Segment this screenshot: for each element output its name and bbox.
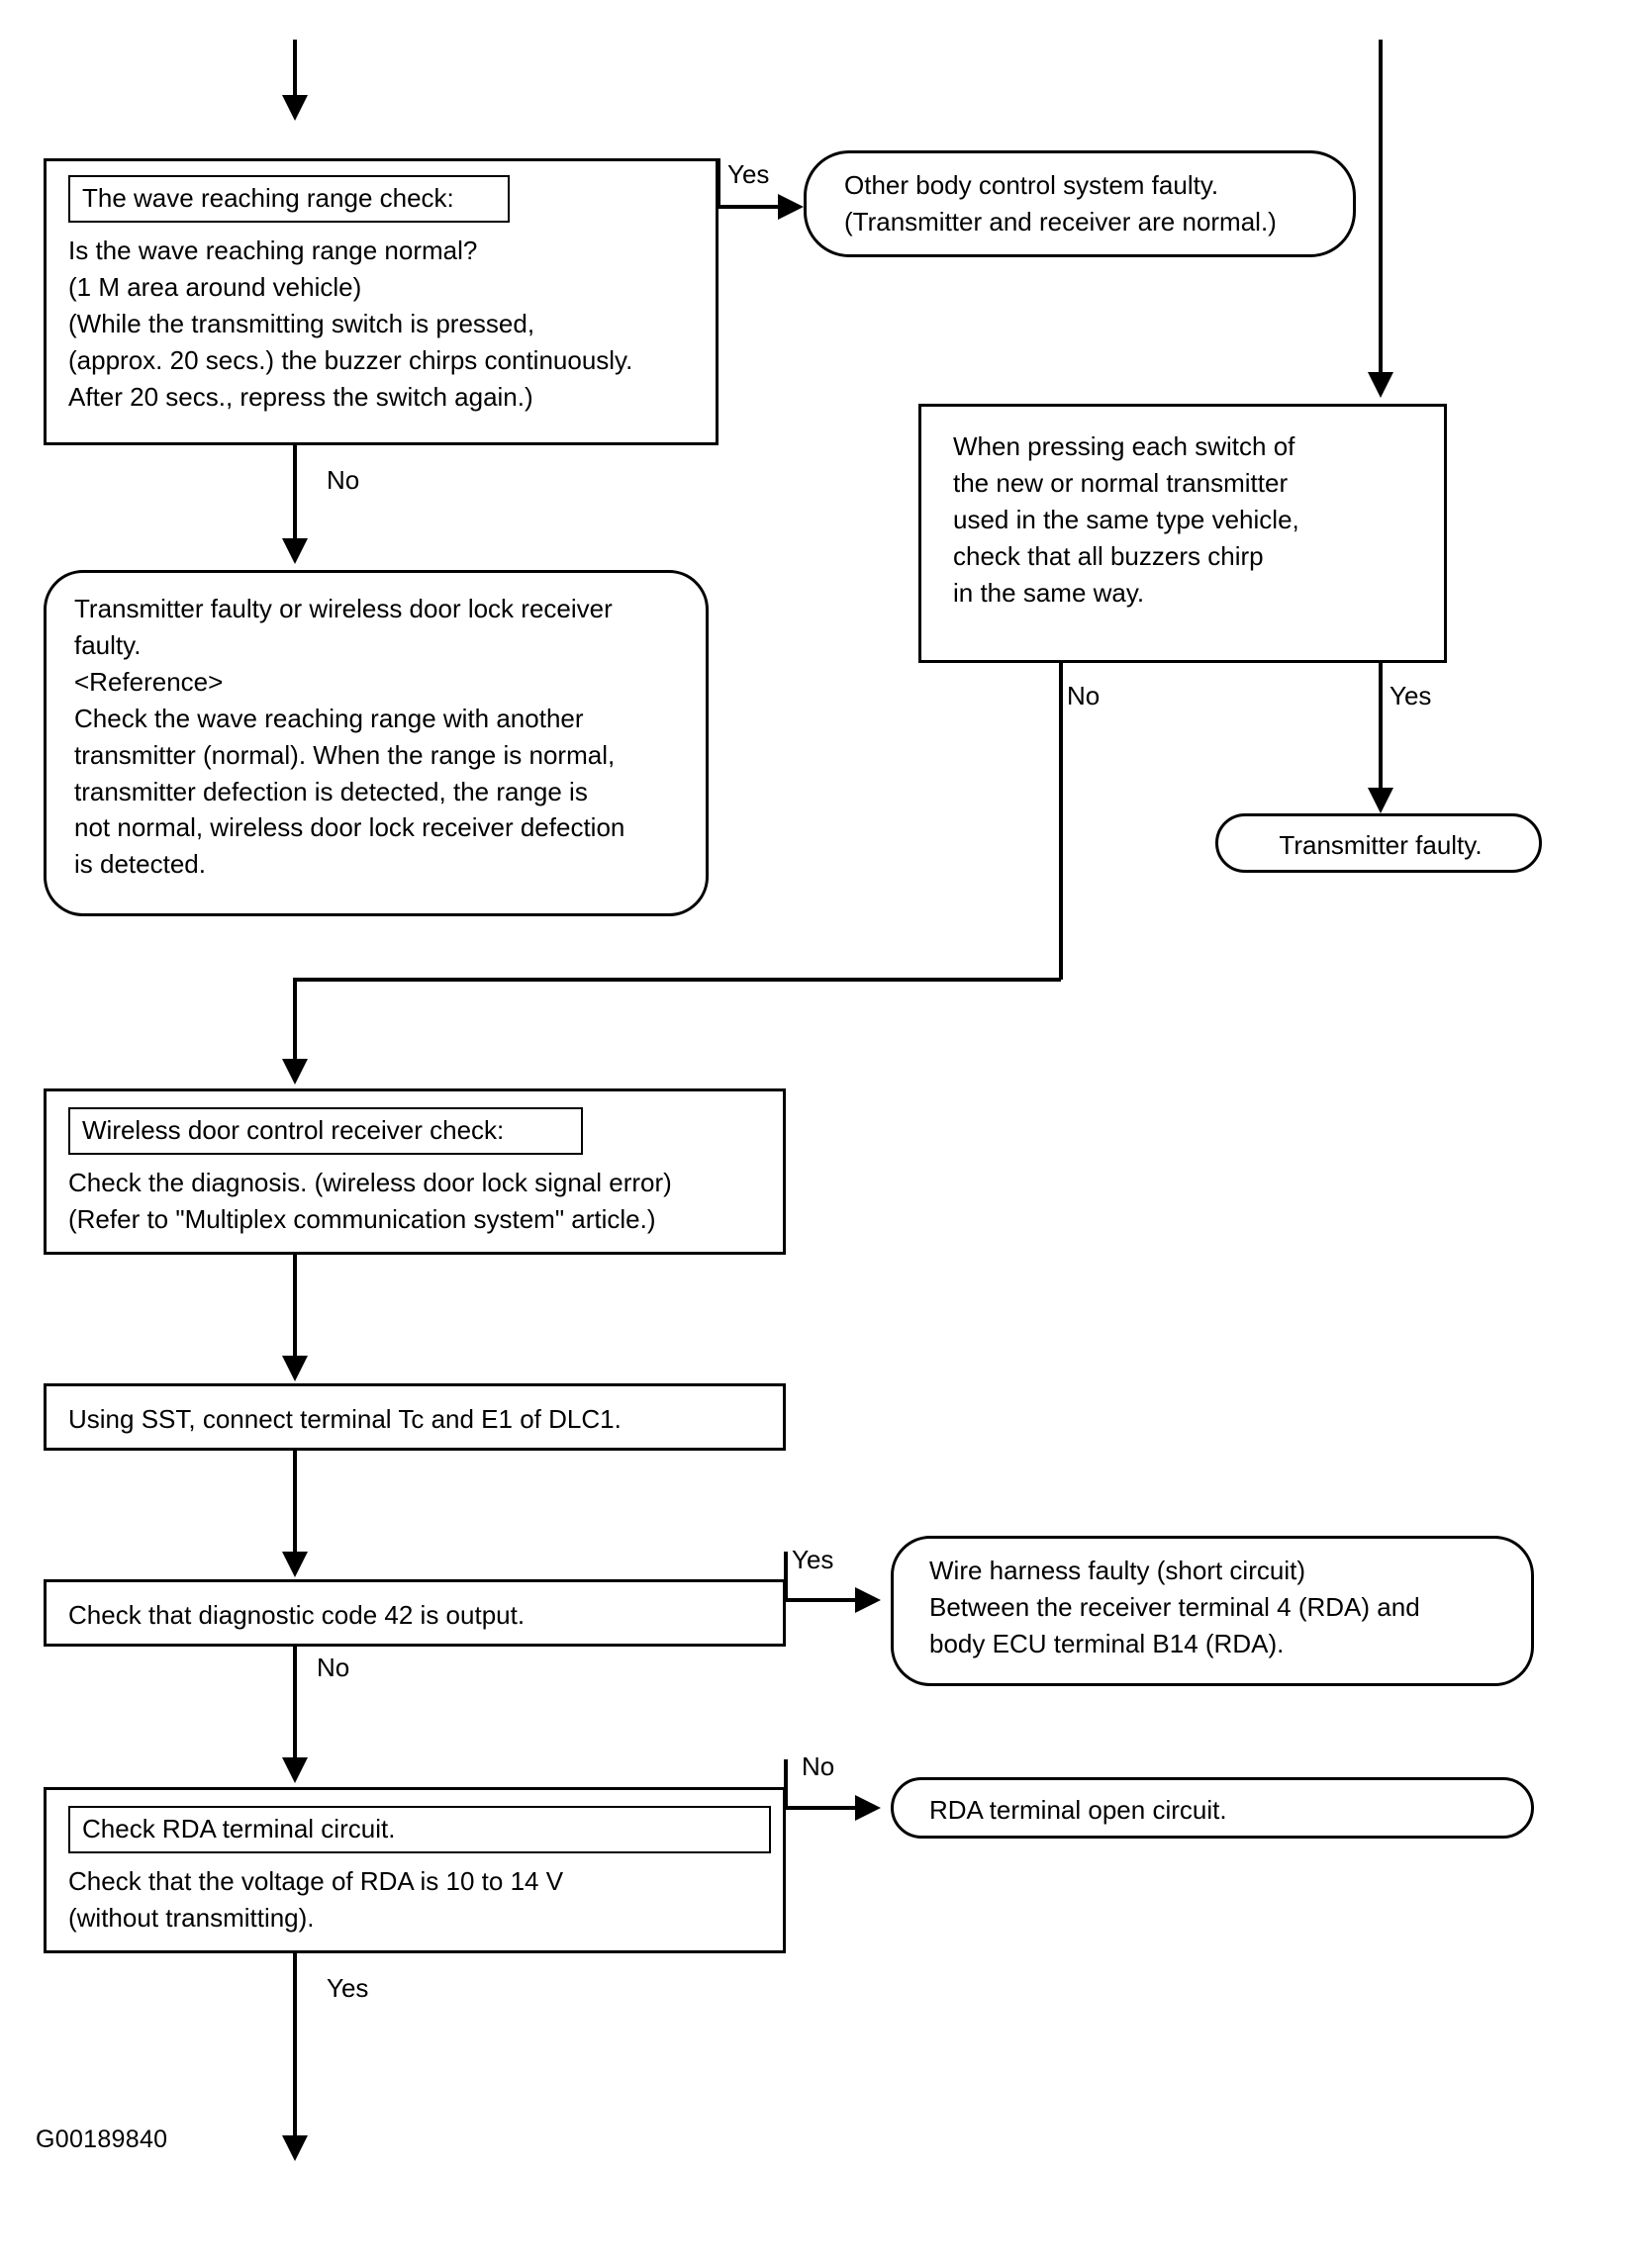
- node-rda-open-label: RDA terminal open circuit.: [929, 1795, 1227, 1825]
- connector-wave-no-vert: [293, 445, 297, 544]
- branch-label-buzzers-no: No: [1067, 681, 1101, 710]
- connector-rda-yes-vert: [293, 1953, 297, 2141]
- node-wave-check-line-1: Is the wave reaching range normal?: [68, 236, 478, 266]
- node-wave-check-line-3: (While the transmitting switch is presse…: [68, 309, 535, 338]
- arrowhead-check-code42: [282, 1552, 308, 1577]
- arrowhead-rda-no: [855, 1795, 881, 1821]
- arrowhead-topright-entry: [1368, 372, 1393, 398]
- branch-label-code42-yes: Yes: [792, 1545, 834, 1574]
- arrowhead-entry-top: [282, 95, 308, 121]
- node-tx-rx-faulty-line-7: not normal, wireless door lock receiver …: [74, 812, 625, 843]
- node-pressing-line-3: used in the same type vehicle,: [953, 504, 1299, 534]
- connector-code42-no-vert: [293, 1647, 297, 1763]
- node-tx-rx-faulty-line-6: transmitter defection is detected, the r…: [74, 776, 588, 806]
- node-transmitter-faulty-label: Transmitter faulty.: [1279, 830, 1483, 860]
- node-wire-harness-line-3: body ECU terminal B14 (RDA).: [929, 1628, 1285, 1658]
- arrowhead-code42-no: [282, 1757, 308, 1783]
- branch-label-buzzers-yes: Yes: [1389, 681, 1432, 710]
- connector-join-horiz: [293, 978, 1061, 982]
- node-tx-rx-faulty-line-5: transmitter (normal). When the range is …: [74, 739, 616, 770]
- connector-sst-to-code42: [293, 1451, 297, 1558]
- arrowhead-buzzers-yes: [1368, 788, 1393, 813]
- branch-label-wave-check-no: No: [327, 465, 360, 495]
- branch-label-wave-check-yes: Yes: [727, 159, 770, 189]
- node-using-sst-label: Using SST, connect terminal Tc and E1 of…: [68, 1404, 622, 1434]
- node-code42-label: Check that diagnostic code 42 is output.: [68, 1600, 526, 1630]
- node-pressing-line-1: When pressing each switch of: [953, 431, 1295, 461]
- connector-code42-yes-vert: [784, 1552, 788, 1601]
- node-tx-rx-faulty-line-2: faulty.: [74, 629, 142, 660]
- branch-label-rda-no: No: [802, 1751, 835, 1781]
- node-transmitter-faulty[interactable]: Transmitter faulty.: [1215, 813, 1542, 873]
- arrowhead-wave-no: [282, 538, 308, 564]
- connector-buzzers-no-vert: [1059, 663, 1063, 980]
- node-transmitter-or-receiver-faulty[interactable]: Transmitter faulty or wireless door lock…: [44, 570, 709, 916]
- node-pressing-line-2: the new or normal transmitter: [953, 467, 1289, 498]
- node-wave-check-line-5: After 20 secs., repress the switch again…: [68, 381, 533, 412]
- node-other-body-line-2: (Transmitter and receiver are normal.): [844, 206, 1277, 236]
- node-wire-harness-line-2: Between the receiver terminal 4 (RDA) an…: [929, 1591, 1420, 1622]
- node-wireless-door-control-receiver-check[interactable]: Wireless door control receiver check: Ch…: [44, 1088, 786, 1255]
- node-tx-rx-faulty-line-8: is detected.: [74, 849, 206, 880]
- node-check-rda-line-1: Check that the voltage of RDA is 10 to 1…: [68, 1866, 564, 1897]
- node-tx-rx-faulty-line-4: Check the wave reaching range with anoth…: [74, 703, 584, 733]
- node-wave-check-line-2: (1 M area around vehicle): [68, 272, 362, 303]
- connector-wave-yes-vert: [717, 158, 720, 208]
- arrowhead-code42-yes: [855, 1587, 881, 1613]
- node-wire-harness-faulty[interactable]: Wire harness faulty (short circuit) Betw…: [891, 1536, 1534, 1686]
- node-tx-rx-faulty-line-1: Transmitter faulty or wireless door lock…: [74, 594, 613, 623]
- node-receiver-check-title: Wireless door control receiver check:: [68, 1107, 583, 1156]
- connector-rda-no-vert: [784, 1759, 788, 1809]
- arrowhead-using-sst: [282, 1356, 308, 1381]
- node-pressing-line-5: in the same way.: [953, 577, 1145, 608]
- node-check-rda-title: Check RDA terminal circuit.: [68, 1806, 771, 1854]
- connector-entry-top: [293, 40, 297, 99]
- connector-buzzers-yes-vert: [1379, 663, 1383, 792]
- node-wire-harness-line-1: Wire harness faulty (short circuit): [929, 1556, 1305, 1585]
- node-other-body-control-faulty[interactable]: Other body control system faulty. (Trans…: [804, 150, 1356, 257]
- connector-rda-no-horiz: [784, 1806, 863, 1810]
- node-other-body-line-1: Other body control system faulty.: [844, 170, 1219, 200]
- node-wave-check-title: The wave reaching range check:: [68, 175, 510, 224]
- connector-receivercheck-to-sst: [293, 1255, 297, 1362]
- node-tx-rx-faulty-line-3: <Reference>: [74, 666, 224, 697]
- node-check-rda-terminal-circuit[interactable]: Check RDA terminal circuit. Check that t…: [44, 1787, 786, 1953]
- branch-label-rda-yes: Yes: [327, 1973, 369, 2003]
- node-receiver-check-line-2: (Refer to "Multiplex communication syste…: [68, 1204, 656, 1235]
- connector-topright-entry: [1379, 40, 1383, 376]
- node-pressing-line-4: check that all buzzers chirp: [953, 540, 1264, 571]
- node-check-diagnostic-code-42[interactable]: Check that diagnostic code 42 is output.: [44, 1579, 786, 1647]
- node-wave-reaching-range-check[interactable]: The wave reaching range check: Is the wa…: [44, 158, 719, 445]
- node-pressing-each-switch[interactable]: When pressing each switch of the new or …: [918, 404, 1447, 663]
- connector-wave-yes-horiz: [717, 205, 786, 209]
- footer-reference-code: G00189840: [36, 2126, 168, 2153]
- node-receiver-check-line-1: Check the diagnosis. (wireless door lock…: [68, 1168, 672, 1198]
- arrowhead-receiver-check: [282, 1059, 308, 1085]
- branch-label-code42-no: No: [317, 1653, 350, 1682]
- node-wave-check-line-4: (approx. 20 secs.) the buzzer chirps con…: [68, 344, 633, 375]
- connector-join-to-receiver-check: [293, 978, 297, 1067]
- node-using-sst[interactable]: Using SST, connect terminal Tc and E1 of…: [44, 1383, 786, 1451]
- connector-code42-yes-horiz: [784, 1598, 863, 1602]
- node-check-rda-line-2: (without transmitting).: [68, 1903, 315, 1934]
- arrowhead-wave-yes: [778, 194, 804, 220]
- arrowhead-rda-yes: [282, 2135, 308, 2161]
- node-rda-terminal-open-circuit[interactable]: RDA terminal open circuit.: [891, 1777, 1534, 1839]
